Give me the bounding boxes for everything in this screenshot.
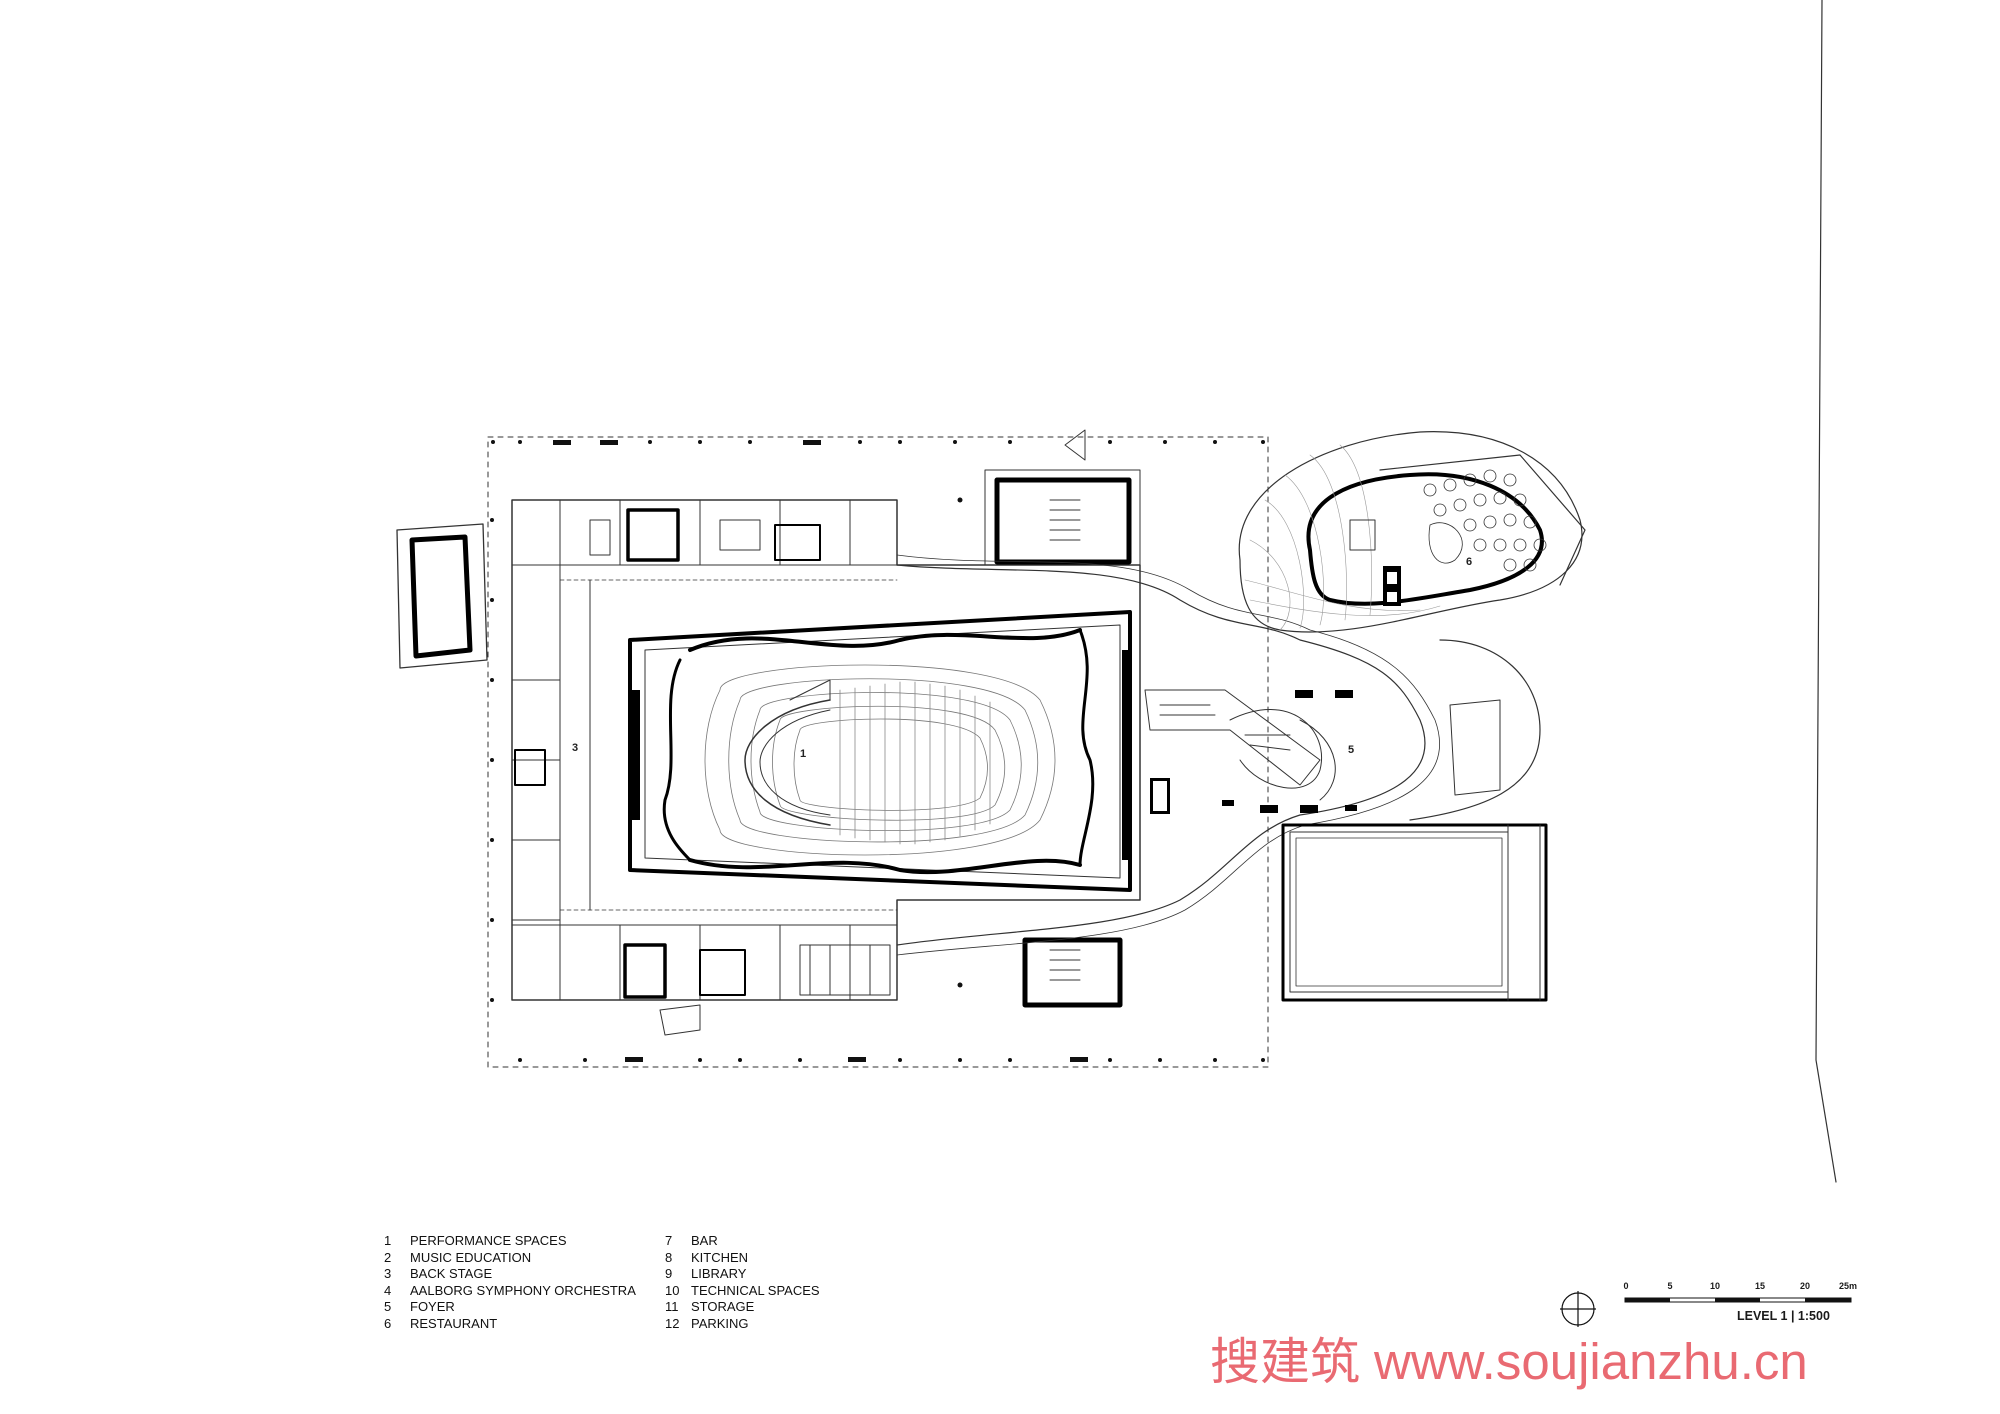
auditorium-seating-rows [704,664,1056,856]
watermark-chinese: 搜建筑 [1210,1333,1360,1391]
north-arrow-icon [1560,1291,1596,1327]
south-wing-rooms [511,924,898,1001]
scale-tick: 5 [1667,1281,1673,1291]
foyer-columns [1150,690,1357,814]
scale-tick: 20 [1799,1281,1811,1291]
east-curved-shell [1409,639,1541,821]
restaurant-grid [1244,444,1441,631]
room-label-performance: 1 [800,748,807,760]
scale-tick: 10 [1709,1281,1721,1291]
foyer-outline [896,564,1426,946]
site-boundary-line [1815,0,1837,1183]
main-building-wall [511,499,1141,1001]
room-label-foyer: 5 [1348,744,1355,756]
parking-block [1281,823,1548,1002]
level-scale-label: LEVEL 1 | 1:500 [1737,1309,1830,1323]
restaurant-shell [1238,431,1586,633]
restaurant-tables [1423,469,1547,572]
left-entrance-box [396,523,488,669]
scale-bar-graphic [1624,1297,1852,1303]
auditorium-walls [628,610,1132,892]
perimeter-columns [490,440,1265,1062]
auditorium-balcony-edge [688,628,1082,652]
room-label-restaurant: 6 [1466,556,1473,568]
north-wing-rooms [511,499,898,566]
outer-dashed-perimeter [487,436,1269,1068]
scale-tick: 25m [1838,1281,1858,1291]
watermark-url: www.soujianzhu.cn [1374,1333,1808,1390]
corridor-lines [559,579,898,911]
room-label-backstage: 3 [572,742,579,754]
scale-tick: 15 [1754,1281,1766,1291]
scale-bar-ticks: 0 5 10 15 20 25m [1623,1281,1857,1295]
scale-tick: 0 [1623,1281,1629,1291]
west-wing-rooms [511,564,591,926]
foyer-stair [1144,689,1336,801]
stage-platform [744,699,831,826]
stair-towers [984,429,1141,1008]
